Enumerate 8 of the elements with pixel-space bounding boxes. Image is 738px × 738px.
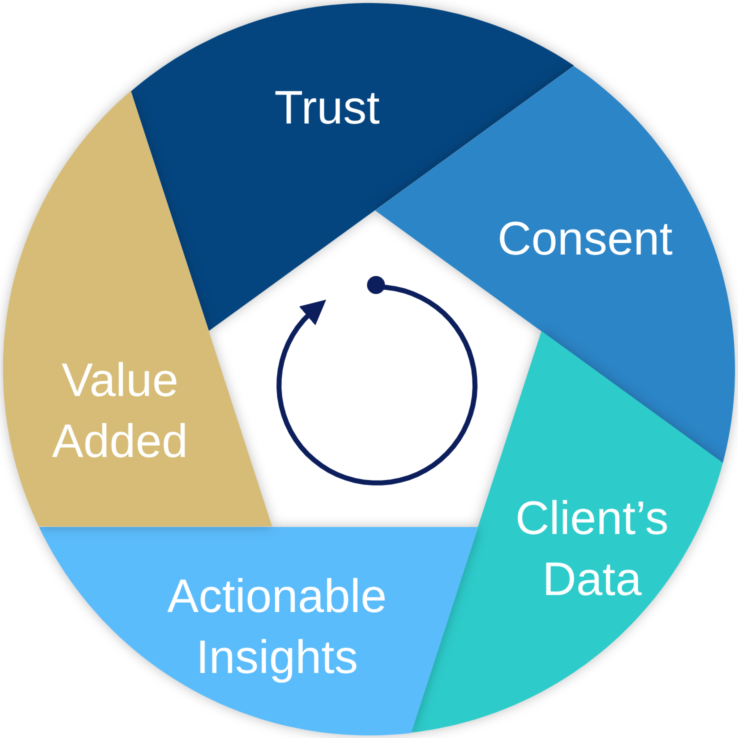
segment-label: Actionable Insights [166,568,388,685]
segment-label: Consent [496,210,674,266]
segment-label: Client’s Data [514,490,670,607]
pinwheel-segment [410,330,723,733]
segment-label: Trust [273,79,381,136]
segment-label: Value Added [51,352,189,469]
pinwheel-segment [3,91,272,527]
pinwheel-segment [38,526,478,735]
